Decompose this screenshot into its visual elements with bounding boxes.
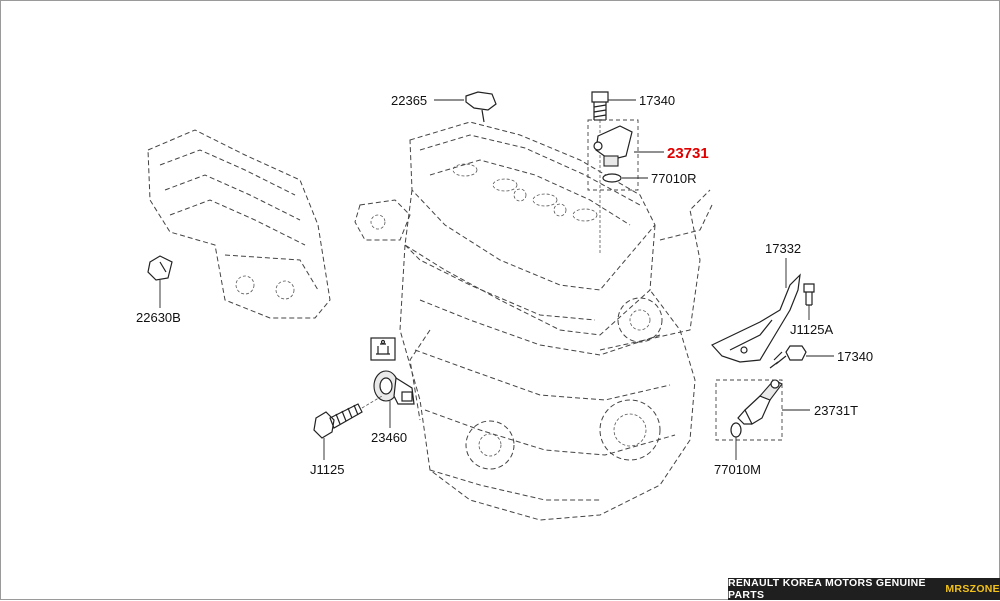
part-23460-knock-sensor [373, 370, 415, 405]
footer-text: RENAULT KOREA MOTORS GENUINE PARTS [728, 577, 926, 601]
leader-lines [159, 99, 834, 460]
callout-J1125A: J1125A [790, 322, 833, 337]
footer-brand: MRSZONE [945, 583, 1000, 595]
exhaust-manifold [147, 129, 331, 319]
group-box-23731 [587, 119, 639, 191]
callout-17340-top: 17340 [639, 93, 675, 108]
part-17340-bolt-right [769, 345, 807, 369]
part-J1125-bolt [313, 395, 383, 439]
callout-17340-right: 17340 [837, 349, 873, 364]
footer-banner: RENAULT KOREA MOTORS GENUINE PARTS MRSZO… [728, 577, 1000, 601]
callout-77010M: 77010M [714, 462, 761, 477]
callout-23731T: 23731T [814, 403, 858, 418]
part-17340-bolt-top [591, 91, 609, 255]
callout-J1125: J1125 [310, 462, 344, 477]
callout-77010R: 77010R [651, 171, 697, 186]
callout-23731: 23731 [667, 145, 709, 162]
engine-assembly [354, 121, 713, 521]
callout-22365: 22365 [391, 93, 427, 108]
callout-22630B: 22630B [136, 310, 181, 325]
part-22630B-sensor [147, 255, 173, 281]
callout-23460: 23460 [371, 430, 407, 445]
part-23731T-sensor [737, 379, 783, 425]
part-23731-sensor [593, 125, 633, 183]
part-J1125A-bolt [803, 283, 815, 306]
callout-17332: 17332 [765, 241, 801, 256]
torque-spec-icon [370, 337, 396, 361]
part-22365-clip [465, 91, 497, 123]
part-17332-bracket [711, 273, 801, 363]
part-77010M-oring [730, 422, 742, 438]
